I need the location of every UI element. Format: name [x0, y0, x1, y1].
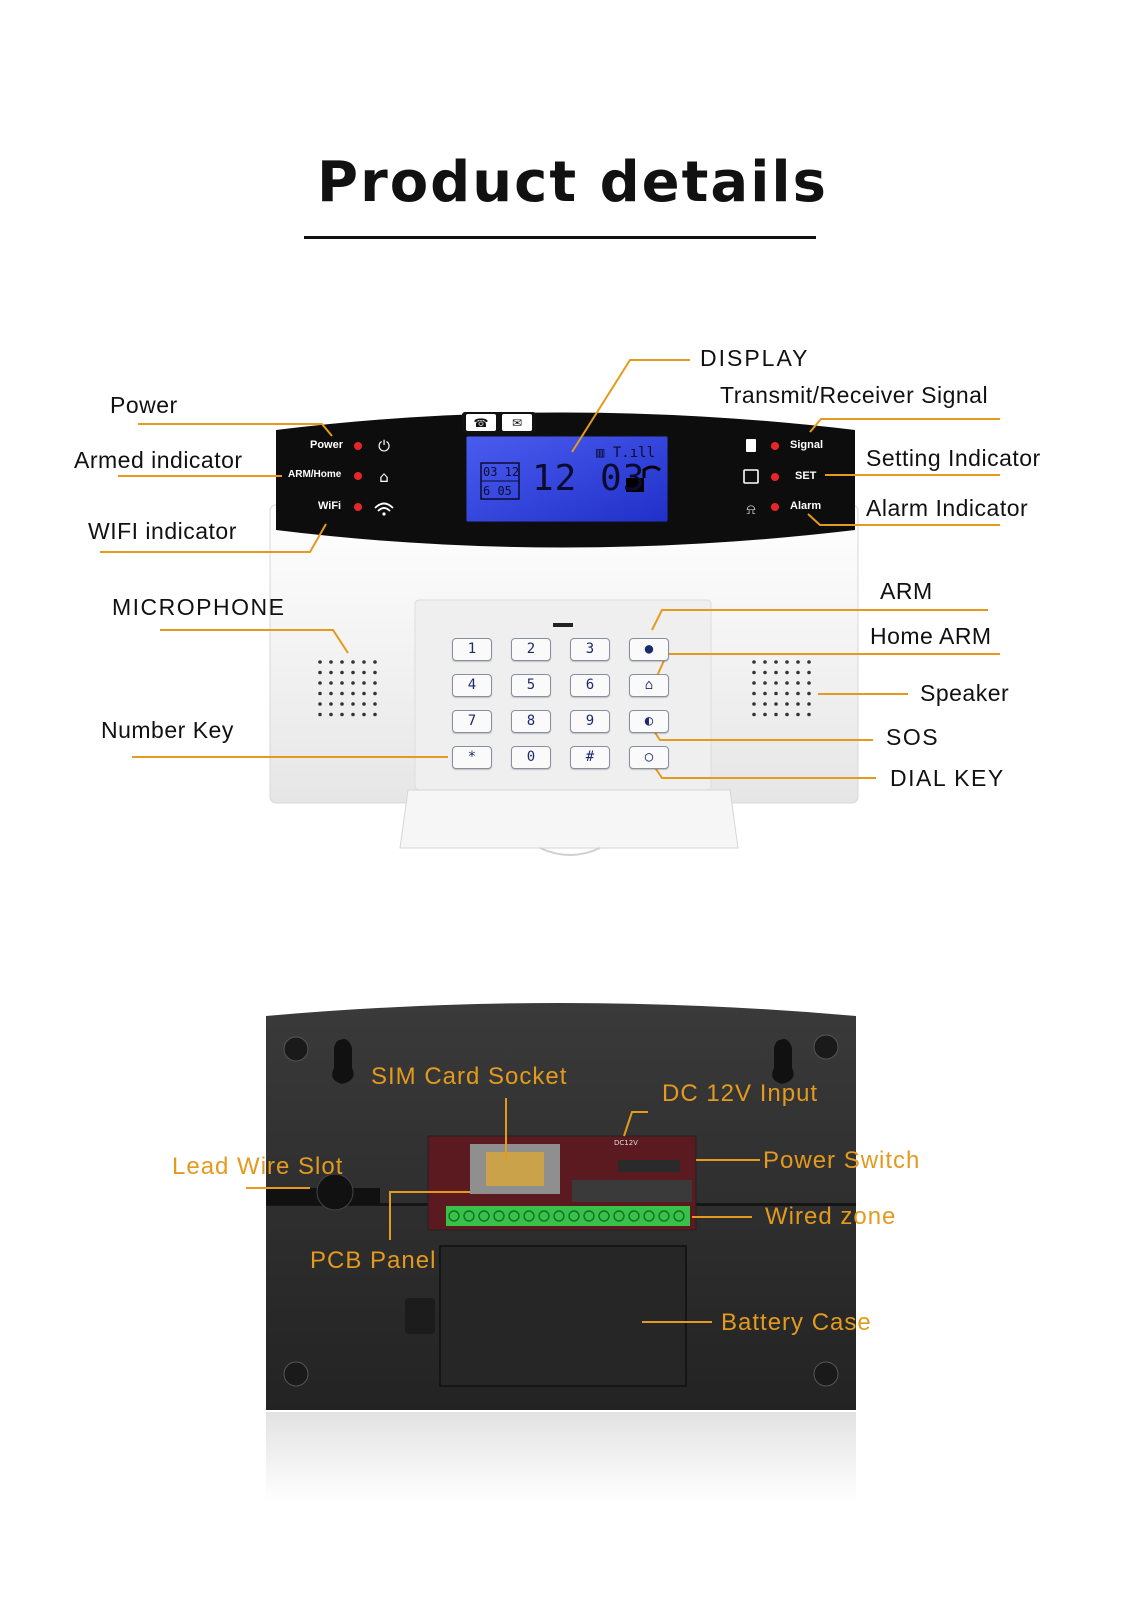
callout-setting-indicator: Setting Indicator — [866, 445, 1041, 471]
panel-label-wifi: WiFi — [318, 500, 342, 512]
callout-dial-key: DIAL KEY — [890, 765, 1005, 791]
callout-lead-wire-slot: Lead Wire Slot — [172, 1153, 344, 1180]
sim-icon — [746, 439, 756, 452]
microphone-slot — [553, 623, 573, 627]
callout-sim-card-socket: SIM Card Socket — [371, 1063, 568, 1090]
callout-wifi-indicator: WIFI indicator — [88, 518, 237, 544]
battery-case — [439, 1245, 687, 1387]
lcd-date-bottom: 6 05 — [483, 484, 512, 498]
screw-top-left — [283, 1036, 309, 1062]
callout-wired-zone: Wired zone — [765, 1203, 897, 1230]
key-7[interactable]: 7 — [452, 710, 492, 733]
callout-home-arm: Home ARM — [870, 623, 992, 649]
key-3[interactable]: 3 — [570, 638, 610, 661]
mount-hole-left — [332, 1039, 354, 1084]
board-text: DC12V — [614, 1139, 638, 1147]
callout-transmit-receiver: Transmit/Receiver Signal — [720, 382, 989, 408]
callout-dc-input: DC 12V Input — [662, 1080, 819, 1107]
callout-power: Power — [110, 392, 178, 418]
arm-home-led — [354, 472, 362, 480]
key-1[interactable]: 1 — [452, 638, 492, 661]
callout-number-key: Number Key — [101, 717, 234, 743]
callout-alarm-indicator: Alarm Indicator — [866, 495, 1029, 521]
callout-pcb-panel: PCB Panel — [310, 1247, 437, 1274]
svg-text:▥ T.ıll: ▥ T.ıll — [596, 445, 655, 461]
screw-top-right — [813, 1034, 839, 1060]
key-6[interactable]: 6 — [570, 674, 610, 697]
lead-wire-slot — [316, 1173, 354, 1211]
wired-zone-terminal — [446, 1206, 690, 1226]
set-icon — [743, 469, 759, 484]
callout-power-switch: Power Switch — [763, 1147, 921, 1174]
mount-hole-right — [772, 1039, 794, 1084]
title-underline — [304, 236, 816, 239]
key-star[interactable]: * — [452, 746, 492, 769]
lcd-time: 12 03 — [532, 458, 646, 499]
panel-label-signal: Signal — [790, 439, 824, 451]
key-9[interactable]: 9 — [570, 710, 610, 733]
key-dial[interactable]: ○ — [629, 746, 669, 769]
key-0[interactable]: 0 — [511, 746, 551, 769]
callout-display: DISPLAY — [700, 345, 810, 371]
panel-label-alarm: Alarm — [790, 500, 822, 512]
panel-label-arm-home: ARM/Home — [288, 469, 342, 480]
alarm-led — [771, 503, 779, 511]
power-icon: ⏻ — [378, 437, 390, 455]
page-title: Product details — [317, 150, 828, 215]
keypad-cover-flap — [399, 789, 739, 849]
wifi-icon — [374, 502, 394, 512]
key-sos[interactable]: ◐ — [629, 710, 669, 733]
screw-bottom-left — [283, 1361, 309, 1387]
panel-label-power: Power — [310, 439, 344, 451]
bell-icon: ⍾ — [746, 502, 755, 518]
panel-label-set: SET — [795, 470, 817, 482]
screw-bottom-right — [813, 1361, 839, 1387]
callout-sos: SOS — [886, 724, 940, 750]
wifi-led — [354, 503, 362, 511]
key-4[interactable]: 4 — [452, 674, 492, 697]
svg-text:✉: ✉ — [512, 416, 522, 430]
key-home[interactable]: ⌂ — [629, 674, 669, 697]
left-speaker-grill — [318, 660, 377, 717]
callout-speaker: Speaker — [920, 680, 1010, 706]
set-led — [771, 473, 779, 481]
lcd-display — [465, 435, 669, 523]
key-hash[interactable]: # — [570, 746, 610, 769]
key-5[interactable]: 5 — [511, 674, 551, 697]
key-2[interactable]: 2 — [511, 638, 551, 661]
key-8[interactable]: 8 — [511, 710, 551, 733]
power-led — [354, 442, 362, 450]
signal-led — [771, 442, 779, 450]
right-speaker-grill — [752, 660, 811, 717]
callout-arm: ARM — [880, 578, 933, 604]
battery-latch — [405, 1298, 435, 1334]
callout-battery-case: Battery Case — [721, 1309, 872, 1336]
home-icon: ⌂ — [379, 468, 389, 486]
key-arm[interactable]: ● — [629, 638, 669, 661]
callout-microphone: MICROPHONE — [112, 594, 286, 620]
lcd-date-top: 03 12 — [483, 465, 520, 479]
callout-lines — [100, 359, 1000, 1323]
svg-text:☎: ☎ — [474, 416, 489, 430]
terminal-screws — [448, 1210, 685, 1222]
callout-armed-indicator: Armed indicator — [74, 447, 243, 473]
reflection — [266, 1412, 856, 1502]
